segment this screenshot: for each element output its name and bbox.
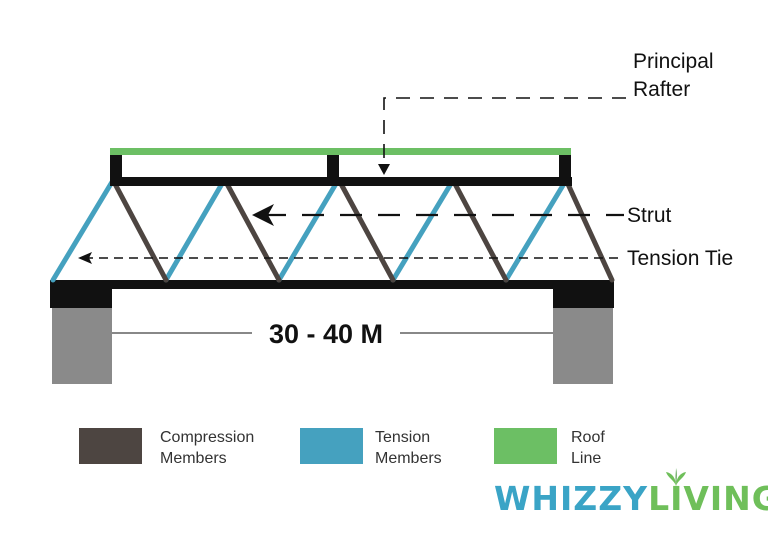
compression-member	[564, 179, 615, 283]
compression-member	[111, 179, 169, 283]
principal-rafter-label-line1: Principal	[633, 50, 714, 73]
compression-members	[111, 179, 615, 283]
tension-member	[503, 179, 568, 283]
tension-member	[163, 179, 226, 283]
strut-label: Strut	[627, 204, 672, 227]
principal-rafter-arrowhead	[378, 164, 390, 175]
principal-rafter-label-line2: Rafter	[633, 78, 690, 101]
sprout-icon	[666, 468, 686, 486]
compression-member	[223, 179, 282, 283]
brand-wordmark: WHIZZYLIVING	[494, 479, 768, 518]
legend-label-tension-line2: Members	[375, 450, 442, 467]
legend: Compression Members Tension Members Roof…	[79, 428, 605, 467]
tension-member	[50, 179, 115, 283]
legend-label-roof-line1: Roof	[571, 429, 605, 446]
top-chord	[110, 177, 572, 186]
roof-line	[110, 148, 571, 155]
brand-part1: WHIZZY	[494, 479, 648, 518]
post-middle	[327, 154, 339, 186]
legend-label-compression-line1: Compression	[160, 429, 254, 446]
legend-label-compression-line2: Members	[160, 450, 227, 467]
legend-swatch-tension	[300, 428, 363, 464]
post-left	[110, 154, 122, 186]
left-support-column	[52, 306, 112, 384]
span-label: 30 - 40 M	[269, 319, 383, 349]
legend-swatch-roof	[494, 428, 557, 464]
tension-tie-label: Tension Tie	[627, 247, 733, 270]
legend-label-tension-line1: Tension	[375, 429, 430, 446]
strut-arrowhead	[252, 204, 274, 226]
bottom-chord	[50, 280, 614, 289]
tension-member	[276, 179, 340, 283]
tension-tie-arrowhead	[78, 252, 92, 264]
tension-members	[50, 179, 568, 283]
tension-member	[390, 179, 455, 283]
legend-label-roof-line2: Line	[571, 450, 601, 467]
brand-part2: LIVING	[648, 479, 768, 518]
brand-logo: WHIZZYLIVING	[494, 468, 768, 518]
post-right	[559, 154, 571, 186]
principal-rafter-leader	[383, 97, 626, 168]
compression-member	[451, 179, 509, 283]
compression-member	[337, 179, 396, 283]
right-support-column	[553, 306, 613, 384]
legend-swatch-compression	[79, 428, 142, 464]
